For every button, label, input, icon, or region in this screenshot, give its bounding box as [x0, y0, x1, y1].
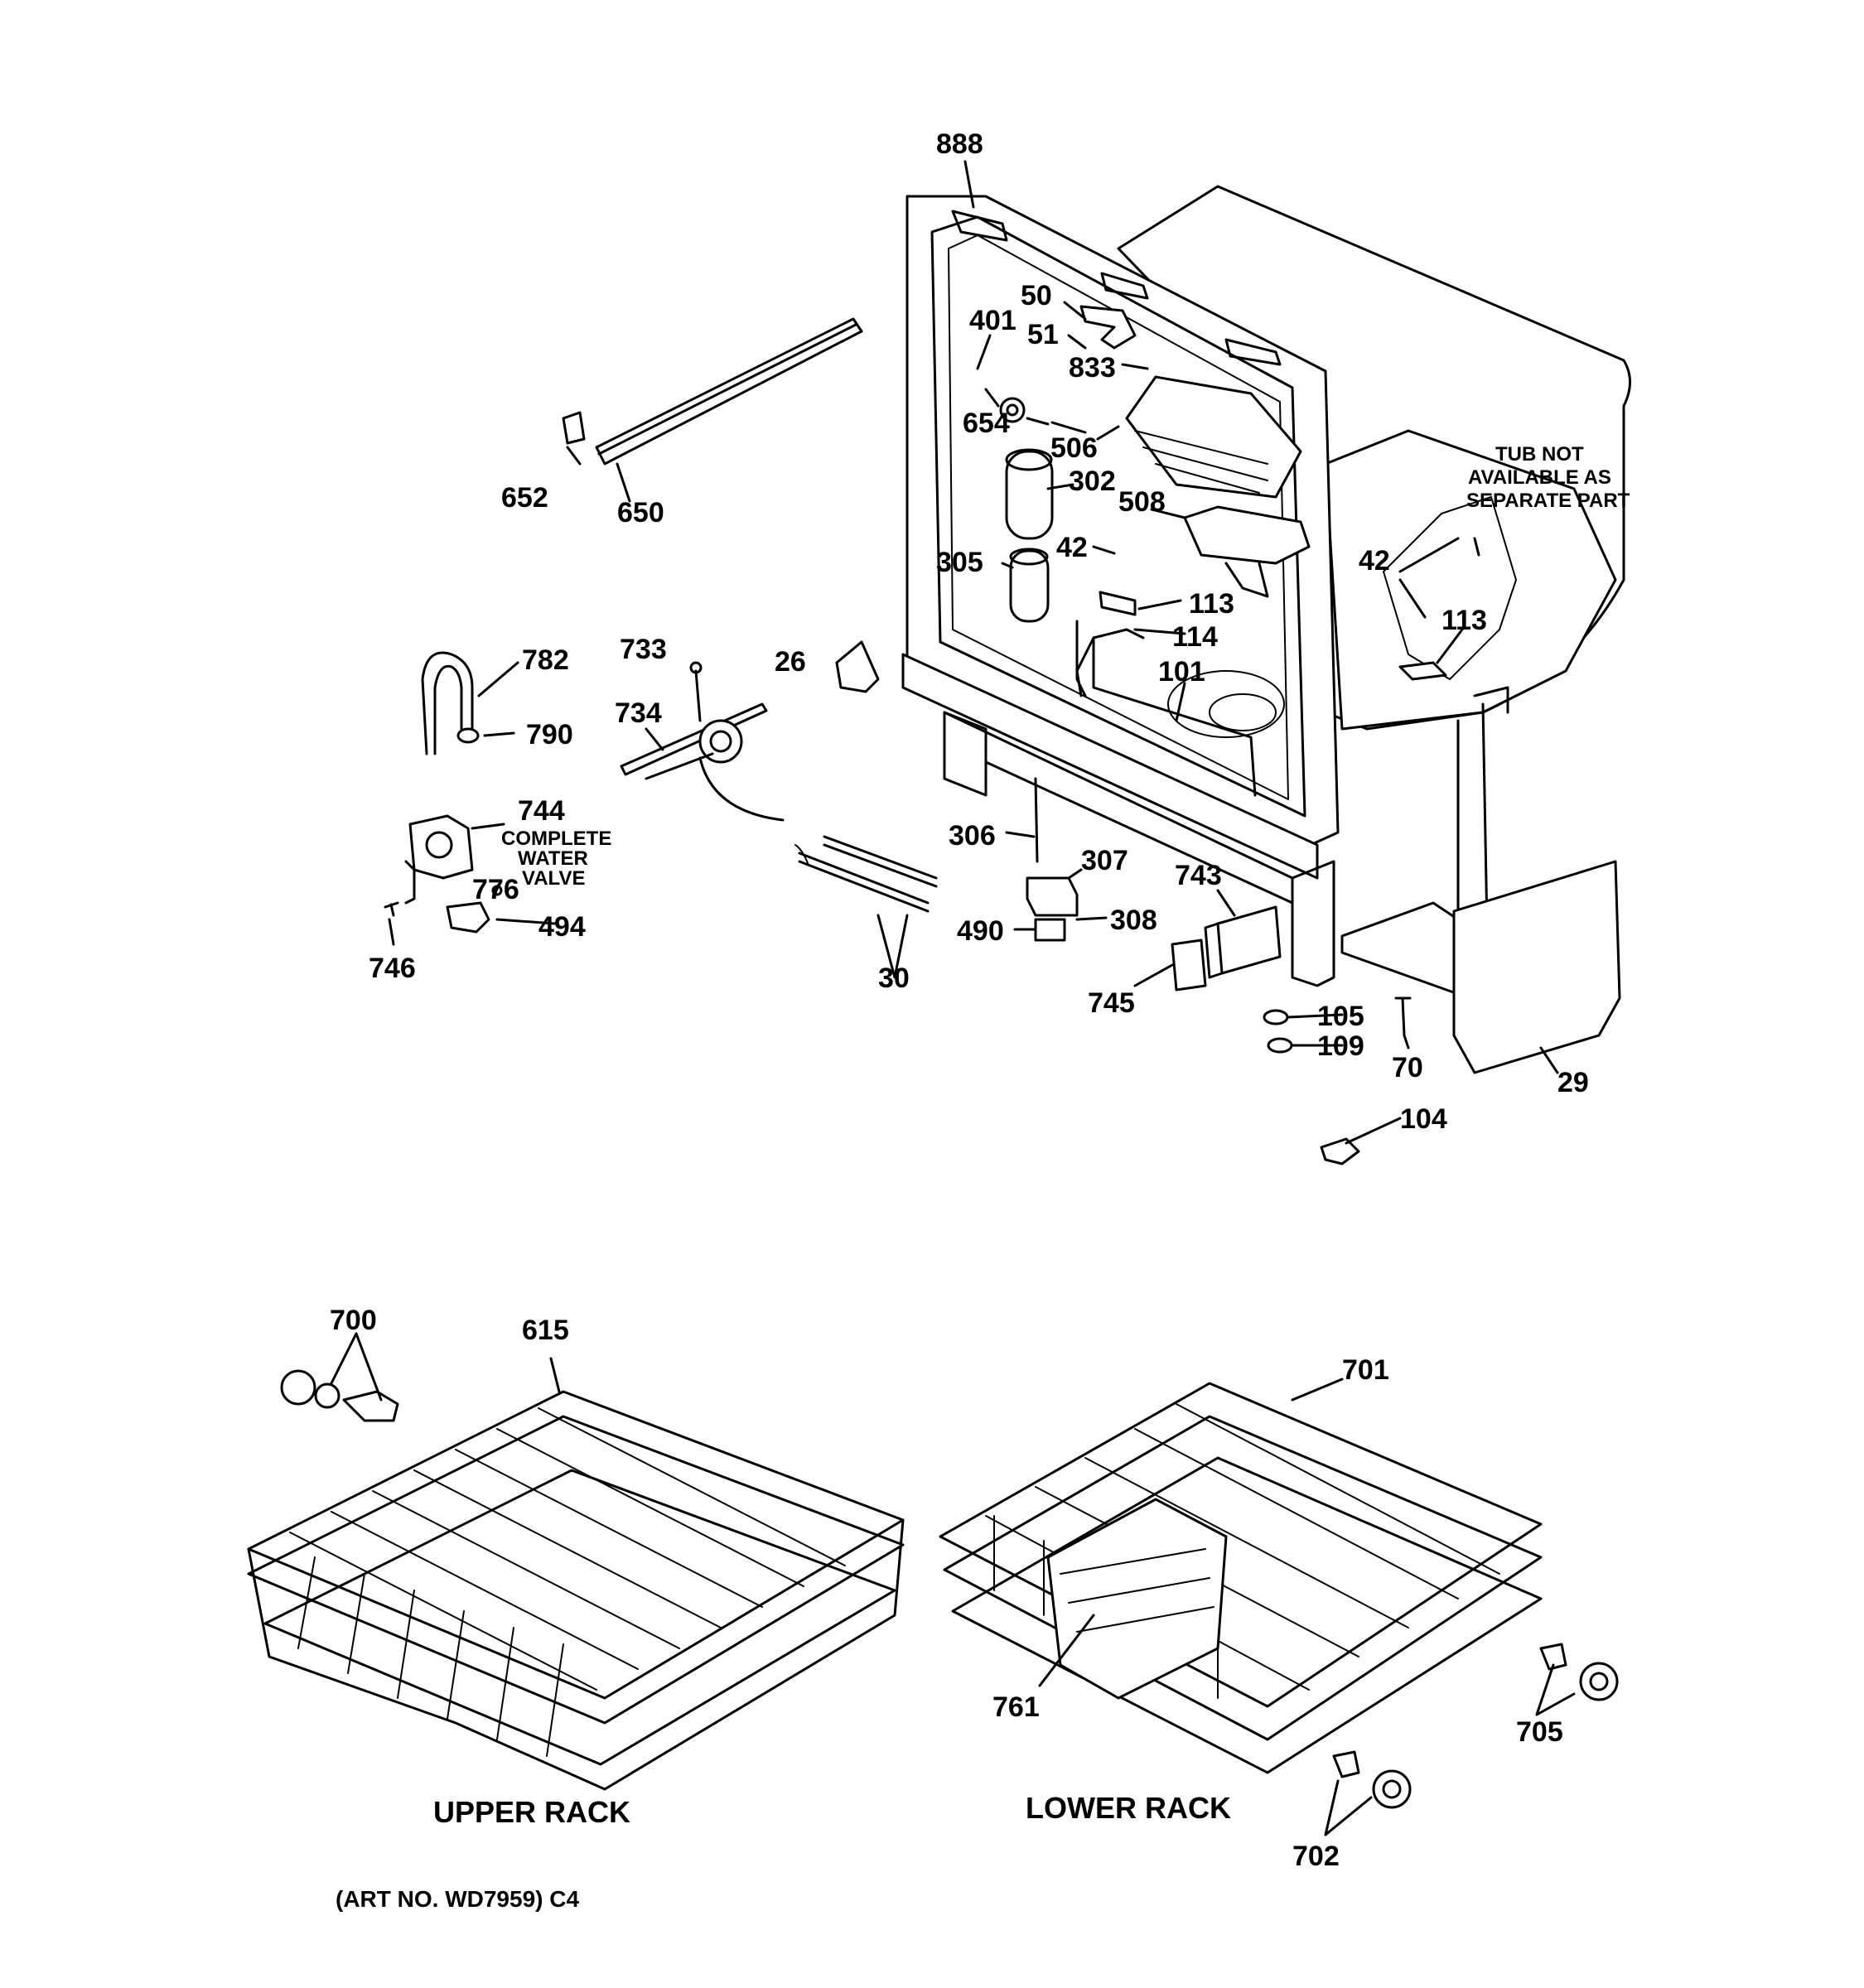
upper-rack-caption: UPPER RACK — [433, 1795, 630, 1829]
label-306: 306 — [949, 820, 996, 852]
tub-note-line-2: AVAILABLE AS — [1468, 466, 1611, 489]
label-113-left: 113 — [1189, 588, 1234, 620]
label-745: 745 — [1088, 987, 1135, 1019]
label-701: 701 — [1342, 1354, 1389, 1386]
tub-note-line-1: TUB NOT — [1495, 443, 1584, 466]
label-307: 307 — [1081, 845, 1128, 876]
label-302: 302 — [1069, 466, 1116, 497]
notes: COMPLETE WATER VALVE TUB NOT AVAILABLE A… — [501, 443, 1630, 890]
label-494: 494 — [538, 911, 586, 943]
art-number: (ART NO. WD7959) C4 — [336, 1886, 579, 1912]
tub-assembly — [901, 185, 1631, 996]
label-652: 652 — [501, 482, 548, 514]
label-833: 833 — [1069, 352, 1116, 384]
water-valve-note-line-1: COMPLETE — [501, 828, 611, 850]
label-308: 308 — [1110, 905, 1157, 936]
label-30: 30 — [878, 963, 910, 994]
label-109: 109 — [1317, 1030, 1364, 1062]
label-746: 746 — [369, 953, 416, 984]
label-401: 401 — [969, 305, 1017, 336]
label-51: 51 — [1027, 319, 1059, 350]
label-105: 105 — [1317, 1001, 1364, 1032]
label-734: 734 — [615, 697, 662, 729]
label-776: 776 — [472, 874, 519, 905]
lower-rack-caption: LOWER RACK — [1026, 1791, 1231, 1825]
upper-rack — [247, 1369, 905, 1791]
label-29: 29 — [1557, 1067, 1589, 1098]
label-654: 654 — [963, 408, 1010, 439]
leader-lines — [330, 160, 1576, 1836]
label-705: 705 — [1516, 1716, 1563, 1748]
label-700: 700 — [330, 1305, 377, 1336]
label-50: 50 — [1021, 280, 1052, 311]
captions: UPPER RACK LOWER RACK (ART NO. WD7959) C… — [336, 1791, 1231, 1912]
label-702: 702 — [1292, 1841, 1340, 1872]
label-506: 506 — [1050, 432, 1098, 464]
label-733: 733 — [620, 634, 667, 665]
label-888: 888 — [936, 128, 983, 160]
tub-note-line-3: SEPARATE PART — [1466, 490, 1630, 512]
label-114: 114 — [1172, 621, 1218, 653]
label-743: 743 — [1175, 860, 1222, 891]
water-valve-note-line-3: VALVE — [522, 867, 585, 890]
label-42-right: 42 — [1359, 545, 1390, 577]
label-42-left: 42 — [1056, 532, 1088, 563]
label-761: 761 — [992, 1691, 1040, 1723]
label-508: 508 — [1118, 486, 1166, 518]
part-labels: 888 50 401 51 833 654 506 652 650 302 50… — [330, 128, 1589, 1872]
water-valve-note-line-2: WATER — [518, 847, 588, 870]
label-104: 104 — [1400, 1103, 1447, 1135]
label-113-right: 113 — [1441, 605, 1487, 636]
label-490: 490 — [957, 915, 1004, 947]
lower-rack — [939, 1382, 1619, 1809]
label-650: 650 — [617, 497, 664, 528]
label-744: 744 — [518, 795, 565, 827]
label-305: 305 — [936, 547, 983, 578]
loose-parts — [384, 317, 1621, 1165]
label-615: 615 — [522, 1315, 569, 1346]
label-26: 26 — [775, 646, 806, 678]
label-782: 782 — [522, 644, 569, 676]
label-101: 101 — [1158, 656, 1205, 688]
label-790: 790 — [526, 719, 573, 750]
label-70: 70 — [1392, 1052, 1423, 1083]
